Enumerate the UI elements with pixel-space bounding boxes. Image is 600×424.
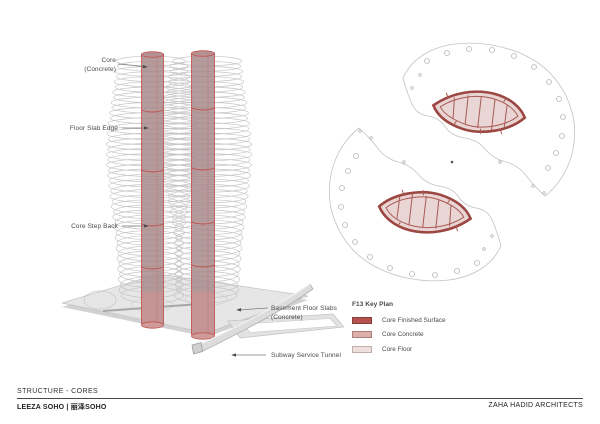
- legend-label: Core Floor: [382, 345, 413, 353]
- label-core-concrete: Core (Concrete): [84, 57, 116, 73]
- key-plan-diagram: [328, 42, 576, 283]
- legend-label: Core Concrete: [382, 331, 424, 338]
- legend-row: Core Concrete: [352, 330, 502, 340]
- axonometric-tower: [61, 50, 345, 355]
- label-basement-slabs: Basement Floor Slabs (Concrete): [271, 305, 337, 321]
- legend-row: Core Floor: [352, 344, 502, 354]
- perimeter-columns: [410, 46, 566, 195]
- label-core-step-back: Core Step Back: [71, 223, 118, 230]
- plan-half-upper: [402, 42, 576, 197]
- plan-half-lower: [328, 126, 503, 283]
- legend-title: F13 Key Plan: [352, 301, 394, 308]
- swatch-core-concrete: [352, 331, 372, 338]
- legend-row: Core Finished Surface: [352, 315, 502, 325]
- swatch-core-finished-surface: [352, 316, 372, 324]
- subway-tunnel: [191, 283, 314, 355]
- project-name: LEEZA SOHO | 丽泽SOHO: [17, 404, 107, 411]
- core-plan: [431, 90, 527, 135]
- legend-label: Core Finished Surface: [382, 316, 446, 324]
- swatch-core-floor: [352, 345, 372, 353]
- core-columns: [141, 50, 215, 340]
- firm-name: ZAHA HADID ARCHITECTS: [488, 402, 583, 409]
- label-floor-slab-edge: Floor Slab Edge: [69, 125, 118, 132]
- leader-lines: [117, 63, 269, 357]
- label-subway-tunnel: Subway Service Tunnel: [271, 352, 342, 359]
- key-plan-legend: F13 Key Plan Core Finished Surface Core …: [352, 301, 502, 359]
- sheet-title: STRUCTURE - CORES: [17, 388, 99, 395]
- core-column-left: [141, 51, 164, 329]
- plan-center-point: [450, 160, 454, 164]
- floor-slab-rings: [105, 55, 253, 304]
- core-column-right: [191, 50, 215, 340]
- footer-divider: [17, 398, 583, 399]
